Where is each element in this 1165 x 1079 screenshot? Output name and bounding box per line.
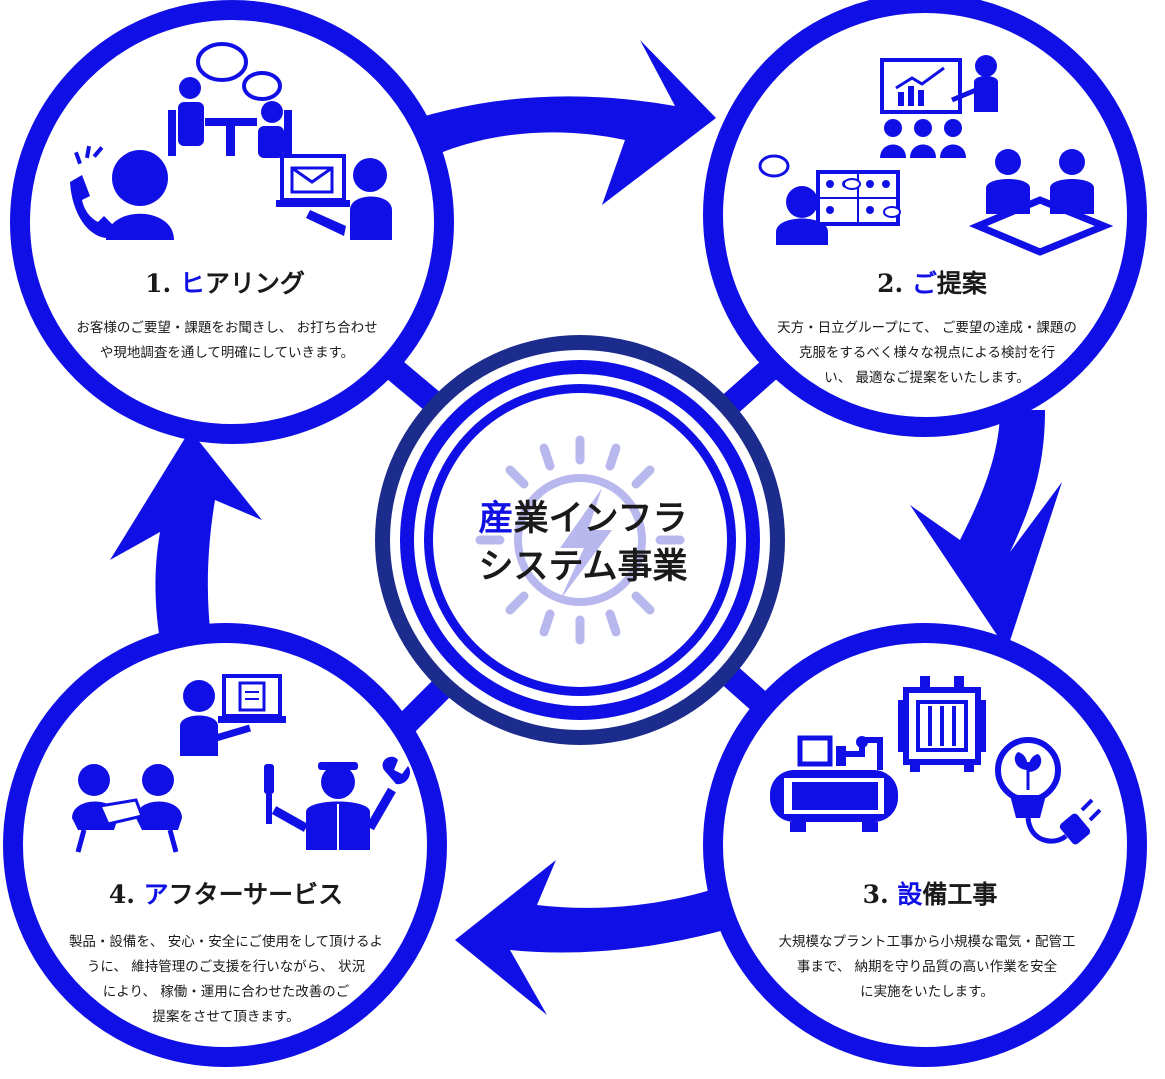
presentation-icon	[880, 55, 998, 158]
center-hub: 産業インフラ システム事業	[375, 335, 785, 745]
step-desc-line: うに、 維持管理のご支援を行いながら、 状況	[86, 959, 366, 975]
step-circle-2	[703, 0, 1147, 437]
step-title-2: 2. ご提案	[877, 269, 988, 298]
step-desc-line: により、 稼働・運用に合わせた改善のご	[102, 984, 350, 1000]
step-desc-3: 大規模なプラント工事から小規模な電気・配管工 事まで、 納期を守り品質の高い作業…	[752, 930, 1102, 1005]
arrow-left	[110, 430, 262, 690]
step-circle-1	[10, 0, 454, 444]
lightning-sun-icon	[475, 435, 685, 645]
step-title-4: 4. アフターサービス	[109, 880, 343, 909]
transformer-icon	[898, 676, 986, 772]
email-laptop-icon	[276, 154, 392, 240]
arrow-right	[910, 410, 1062, 650]
step-desc-line: に実施をいたします。	[860, 984, 994, 1000]
step-desc-line: 提案をさせて頂きます。	[152, 1009, 300, 1025]
motor-pump-icon	[770, 735, 898, 832]
step-desc-line: 製品・設備を、 安心・安全にご使用をして頂けるよ	[68, 934, 384, 950]
step-desc-4: 製品・設備を、 安心・安全にご使用をして頂けるよ うに、 維持管理のご支援を行い…	[46, 930, 406, 1030]
meeting-table-icon	[168, 77, 292, 158]
document-laptop-icon	[180, 674, 286, 756]
eco-bulb-plug-icon	[995, 737, 1102, 845]
step-desc-line: 克服をするべく様々な視点による検討を行	[798, 345, 1056, 361]
step-desc-line: や現地調査を通して明確にしていきます。	[99, 345, 355, 361]
technician-tools-icon	[264, 756, 411, 850]
step-desc-line: 事まで、 納期を守り品質の高い作業を安全	[796, 959, 1058, 975]
web-conference-icon	[758, 154, 901, 245]
step-title-1: 1. ヒアリング	[145, 269, 305, 298]
arrow-top	[340, 40, 716, 205]
phone-call-icon	[70, 145, 174, 240]
handshake-desk-icon	[968, 149, 1114, 256]
handover-icon	[72, 764, 182, 853]
step-desc-line: 天方・日立グループにて、 ご要望の達成・課題の	[777, 320, 1077, 336]
step-desc-2: 天方・日立グループにて、 ご要望の達成・課題の 克服をするべく様々な視点による検…	[752, 316, 1102, 391]
step-title-3: 3. 設備工事	[863, 880, 998, 909]
step-desc-line: い、 最適なご提案をいたします。	[824, 370, 1030, 386]
center-title-line1: 産業インフラ	[479, 498, 688, 539]
step-desc-line: 大規模なプラント工事から小規模な電気・配管工	[778, 934, 1076, 950]
step-desc-1: お客様のご要望・課題をお聞きし、 お打ち合わせ や現地調査を通して明確にしていき…	[52, 316, 402, 366]
chat-bubbles-icon	[196, 42, 282, 101]
step-circle-4	[3, 623, 447, 1067]
step-desc-line: お客様のご要望・課題をお聞きし、 お打ち合わせ	[76, 320, 378, 336]
center-title-line2: システム事業	[479, 546, 688, 587]
